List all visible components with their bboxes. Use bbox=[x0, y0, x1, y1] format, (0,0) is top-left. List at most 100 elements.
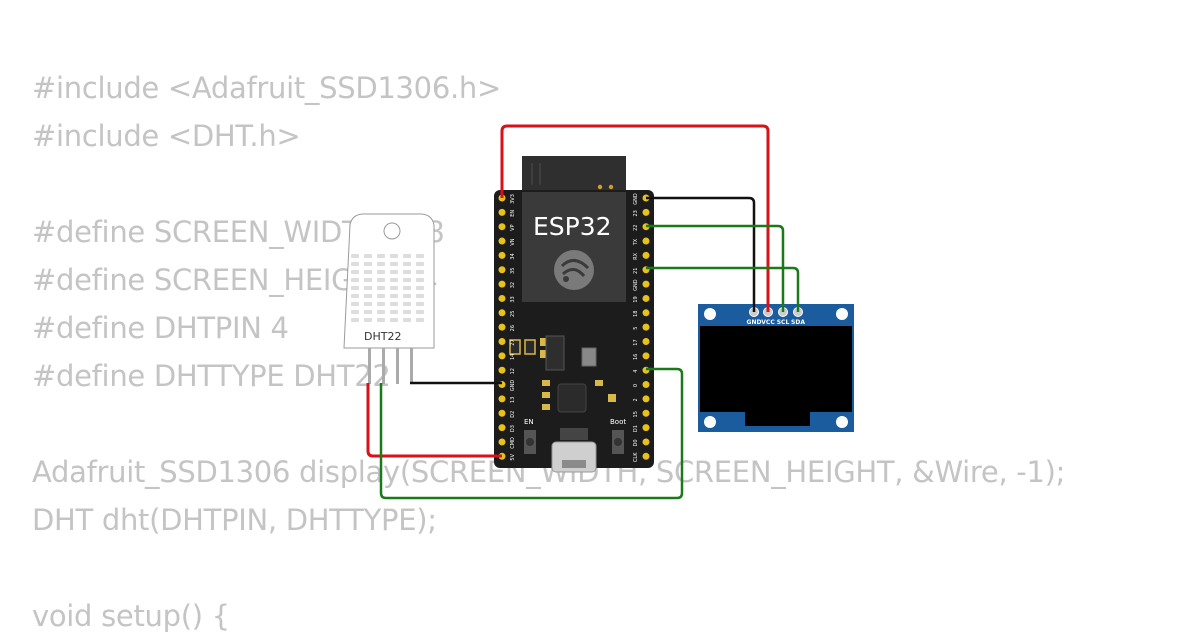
esp32-right-pin[interactable] bbox=[642, 438, 650, 446]
wire-gnd-oled[interactable] bbox=[646, 196, 756, 312]
vent-slot bbox=[377, 278, 385, 282]
vent-slot bbox=[351, 278, 359, 282]
esp32-left-pin[interactable] bbox=[498, 366, 506, 374]
esp32-right-pin[interactable] bbox=[642, 208, 650, 216]
esp32-left-pin[interactable] bbox=[498, 266, 506, 274]
pin-label: GND bbox=[633, 279, 639, 291]
pin-label: CMD bbox=[510, 437, 516, 449]
code-background: #include <Adafruit_SSD1306.h> #include <… bbox=[32, 64, 1065, 640]
vent-slot bbox=[416, 310, 424, 314]
pin-label: D3 bbox=[510, 425, 516, 432]
vent-slot bbox=[364, 286, 372, 290]
pin-label: 15 bbox=[633, 411, 639, 417]
esp32-right-pin[interactable] bbox=[642, 280, 650, 288]
pin-label: 13 bbox=[510, 397, 516, 403]
vent-slot bbox=[364, 302, 372, 306]
board-title: ESP32 bbox=[533, 212, 612, 241]
oled-pin-label: GND bbox=[747, 319, 762, 326]
vent-slot bbox=[364, 318, 372, 322]
esp32-left-pin[interactable] bbox=[498, 251, 506, 259]
dht22-sensor[interactable]: DHT22 bbox=[343, 213, 435, 384]
esp32-right-pin[interactable] bbox=[642, 294, 650, 302]
wire-3v3-vcc[interactable] bbox=[500, 124, 770, 312]
pin-label: CLK bbox=[633, 452, 639, 462]
en-label: EN bbox=[524, 418, 534, 426]
vent-slot bbox=[390, 262, 398, 266]
wire-gpio21-sda[interactable] bbox=[646, 266, 800, 312]
wire-gpio22-scl[interactable] bbox=[646, 224, 785, 312]
esp32-left-pin[interactable] bbox=[498, 338, 506, 345]
vent-slot bbox=[377, 262, 385, 266]
dht-vent-grid bbox=[351, 254, 424, 322]
esp32-right-pin[interactable] bbox=[642, 424, 650, 432]
pin-label: 34 bbox=[510, 253, 516, 259]
pin-label: VP bbox=[510, 224, 516, 230]
vent-slot bbox=[377, 310, 385, 314]
esp32-left-pin[interactable] bbox=[498, 409, 506, 417]
pin-label: 12 bbox=[510, 368, 516, 374]
antenna-pad bbox=[597, 184, 603, 190]
vent-slot bbox=[364, 254, 372, 258]
vent-slot bbox=[364, 262, 372, 266]
esp32-right-pin[interactable] bbox=[642, 452, 650, 460]
vent-slot bbox=[351, 270, 359, 274]
esp32-left-pin[interactable] bbox=[498, 223, 506, 231]
esp32-right-pin[interactable] bbox=[642, 409, 650, 417]
vent-slot bbox=[351, 310, 359, 314]
vent-slot bbox=[390, 310, 398, 314]
vent-slot bbox=[377, 286, 385, 290]
pin-label: 27 bbox=[510, 339, 516, 345]
vent-slot bbox=[416, 302, 424, 306]
code-line: #define DHTTYPE DHT22 bbox=[32, 359, 391, 393]
esp32-left-pin[interactable] bbox=[498, 395, 506, 403]
esp32-right-pin[interactable] bbox=[642, 309, 650, 317]
vent-slot bbox=[403, 294, 411, 298]
pin-label: 25 bbox=[510, 311, 516, 317]
esp32-left-pin[interactable] bbox=[498, 424, 506, 432]
vent-slot bbox=[416, 270, 424, 274]
pin-label: 17 bbox=[633, 339, 639, 345]
esp32-right-pin[interactable] bbox=[642, 251, 650, 259]
wires bbox=[366, 124, 800, 500]
pin-label: 4 bbox=[633, 370, 639, 373]
dht-pin bbox=[368, 348, 371, 384]
vent-slot bbox=[390, 294, 398, 298]
esp32-left-pin[interactable] bbox=[498, 352, 506, 360]
esp32-board[interactable]: ESP32 EN Boot 3V3ENVPVN34353233252627141… bbox=[494, 156, 654, 473]
esp32-right-pin[interactable] bbox=[642, 352, 650, 360]
esp32-left-pin[interactable] bbox=[498, 323, 506, 331]
pin-label: 26 bbox=[510, 325, 516, 331]
esp32-left-pin[interactable] bbox=[498, 438, 506, 446]
vent-slot bbox=[351, 318, 359, 322]
vent-slot bbox=[364, 278, 372, 282]
esp32-left-pin[interactable] bbox=[498, 294, 506, 302]
esp32-left-pin[interactable] bbox=[498, 280, 506, 288]
vent-slot bbox=[351, 294, 359, 298]
pin-label: D0 bbox=[633, 439, 639, 446]
vent-slot bbox=[403, 310, 411, 314]
wire-dht-data[interactable] bbox=[379, 367, 684, 500]
vent-slot bbox=[377, 254, 385, 258]
esp32-right-pin[interactable] bbox=[642, 237, 650, 245]
pin-label: 5 bbox=[633, 327, 639, 330]
pin-label: D2 bbox=[510, 411, 516, 418]
esp32-right-pin[interactable] bbox=[642, 338, 650, 345]
oled-screen bbox=[700, 326, 852, 412]
esp32-left-pin[interactable] bbox=[498, 237, 506, 245]
oled-pin-label: VCC bbox=[761, 319, 775, 326]
wire-dht-5v[interactable] bbox=[366, 383, 502, 458]
pin-label: EN bbox=[510, 210, 516, 217]
esp32-right-pin[interactable] bbox=[642, 323, 650, 331]
code-line: #include <Adafruit_SSD1306.h> bbox=[32, 71, 501, 105]
code-line: #include <DHT.h> bbox=[32, 119, 301, 153]
pin-label: TX bbox=[633, 238, 639, 246]
esp32-left-pin[interactable] bbox=[498, 309, 506, 317]
esp32-right-pin[interactable] bbox=[642, 381, 650, 389]
vent-slot bbox=[377, 318, 385, 322]
esp32-right-pin[interactable] bbox=[642, 395, 650, 403]
vent-slot bbox=[351, 254, 359, 258]
esp32-left-pin[interactable] bbox=[498, 208, 506, 216]
boot-label: Boot bbox=[610, 418, 626, 426]
